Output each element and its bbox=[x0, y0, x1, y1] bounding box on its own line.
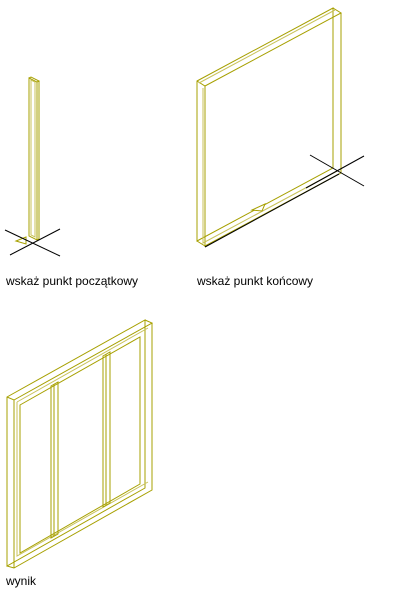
direction-arrow-icon bbox=[250, 203, 266, 212]
caption-end: wskaż punkt końcowy bbox=[197, 274, 314, 288]
caption-start: wskaż punkt początkowy bbox=[6, 274, 139, 288]
crosshair-cursor-icon bbox=[4, 228, 61, 257]
result-inner-opening bbox=[19, 336, 141, 554]
start-stud bbox=[28, 76, 41, 241]
crosshair-cursor-icon bbox=[305, 154, 365, 189]
result-stud-left bbox=[50, 381, 59, 539]
step-start-drawing bbox=[4, 76, 61, 257]
end-direction-line bbox=[204, 173, 340, 248]
result-outer-frame bbox=[6, 319, 146, 567]
end-wall-panel bbox=[196, 7, 342, 247]
result-stud-right bbox=[102, 351, 111, 508]
result-frame-depth bbox=[6, 319, 154, 569]
step-result-drawing bbox=[6, 319, 154, 569]
caption-result: wynik bbox=[6, 574, 37, 588]
step-end-drawing bbox=[196, 7, 365, 248]
